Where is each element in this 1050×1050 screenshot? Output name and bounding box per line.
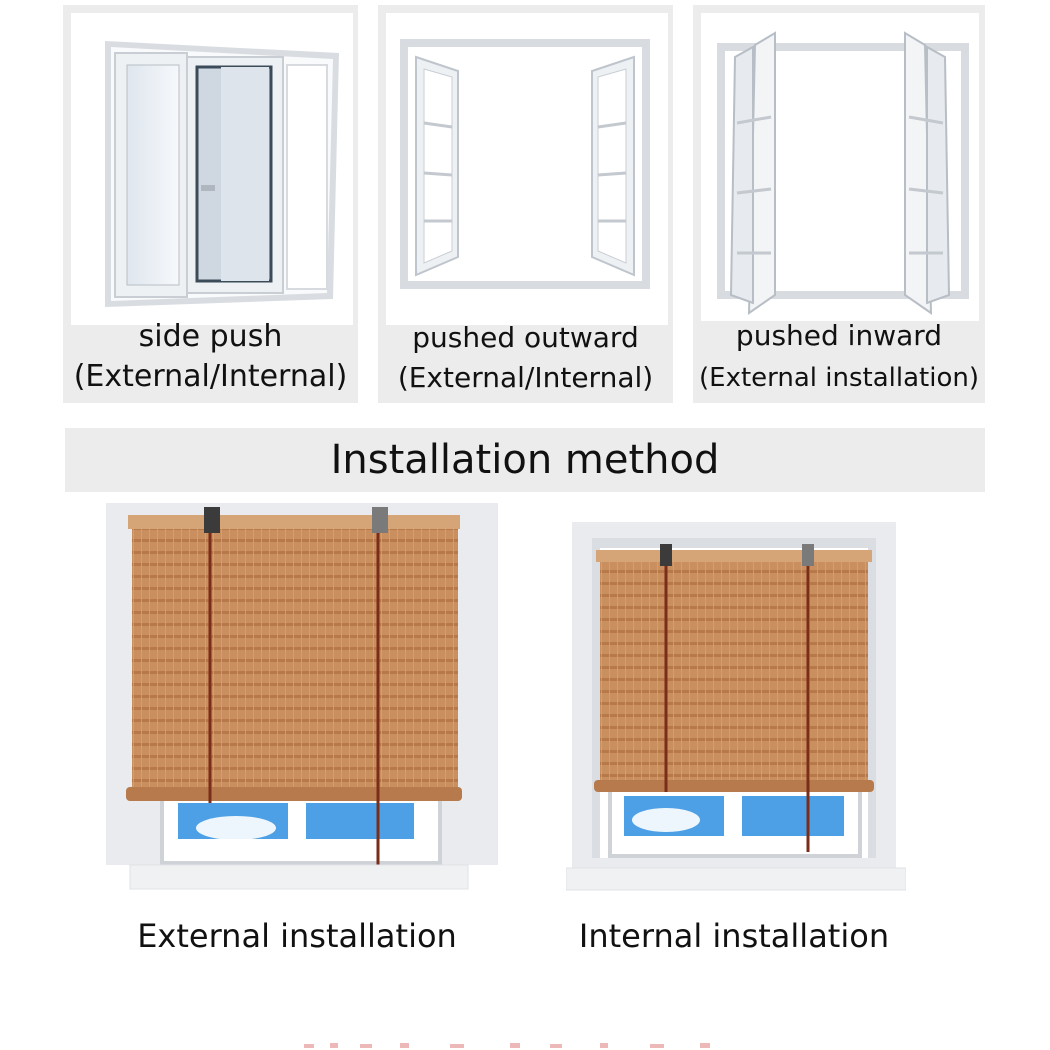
window-type-panel-pushed-outward: pushed outward (External/Internal) xyxy=(378,5,673,403)
window-type-note: (External/Internal) xyxy=(397,361,654,394)
window-type-note: (External/Internal) xyxy=(73,359,348,394)
inward-casement-window-icon xyxy=(717,31,969,315)
outward-casement-window-icon xyxy=(400,39,650,289)
window-image-frame xyxy=(701,13,979,321)
window-type-title: pushed outward xyxy=(412,321,639,354)
window-image-frame xyxy=(386,13,668,325)
internal-installation-label: Internal installation xyxy=(578,917,890,955)
bamboo-blind-external-icon xyxy=(106,503,498,890)
window-type-title: side push xyxy=(138,319,283,354)
external-installation-image xyxy=(106,503,498,893)
internal-installation-image xyxy=(566,522,906,892)
window-image-frame xyxy=(71,13,353,325)
sliding-window-icon xyxy=(105,41,339,307)
window-type-panel-side-push: side push (External/Internal) xyxy=(63,5,358,403)
external-installation-label: External installation xyxy=(137,917,457,955)
window-type-panel-pushed-inward: pushed inward (External installation) xyxy=(693,5,985,403)
bamboo-blind-internal-icon xyxy=(566,522,906,891)
installation-method-banner: Installation method xyxy=(65,428,985,492)
cropped-decorative-strip xyxy=(304,1043,710,1048)
window-type-note: (External installation) xyxy=(699,363,979,393)
window-type-title: pushed inward xyxy=(735,319,943,352)
